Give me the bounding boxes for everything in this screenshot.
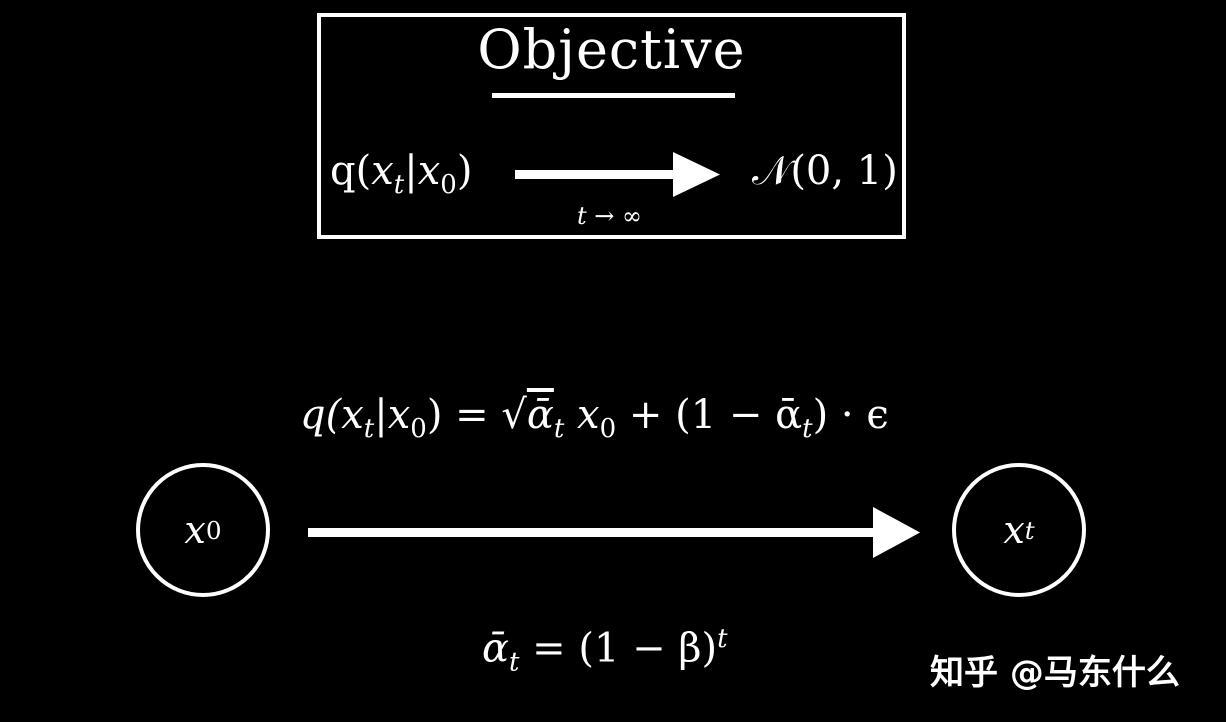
objective-title: Objective <box>477 18 746 81</box>
objective-box <box>317 13 906 239</box>
forward-process-equation: q(xt|x0) = √ᾱt x0 + (1 − ᾱt) · ϵ <box>300 392 889 444</box>
normal-distribution: 𝒩(0, 1) <box>752 148 898 194</box>
objective-lhs: q(xt|x0) <box>330 148 473 200</box>
title-underline <box>492 93 735 98</box>
alpha-bar-equation: ᾱt = (1 − β)t <box>482 624 728 678</box>
watermark: 知乎 @马东什么 <box>930 653 1180 693</box>
objective-arrow-icon <box>515 152 720 197</box>
diffusion-arrow-icon <box>308 507 920 558</box>
arrow-label: t → ∞ <box>577 202 643 230</box>
